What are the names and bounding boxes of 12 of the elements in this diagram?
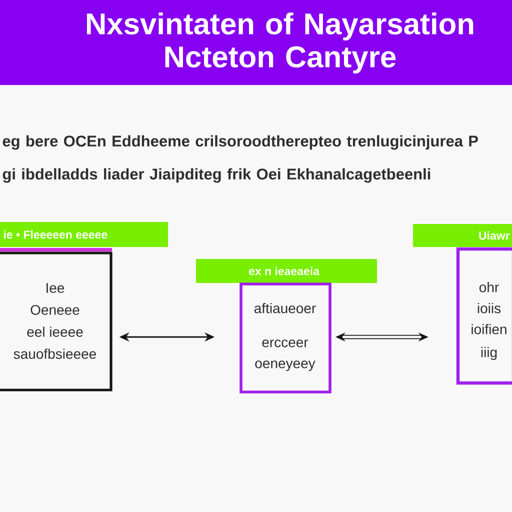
header-bar: ex n ieaeaeia <box>196 259 377 283</box>
header-bar: Uiawr <box>413 224 512 247</box>
title-band: Nxsvintaten of Nayarsation Ncteton Cantyre <box>0 0 512 85</box>
node-label: sauofbsieeee <box>14 348 96 359</box>
panel-box: ohr ioiis ioifien iiig <box>456 247 512 385</box>
panel-box: Iee Oeneee eel ieeee sauofbsieeee <box>0 252 112 392</box>
body-text: eg bere OCEn Eddheeme crilsoroodtherepteo trenlugicinjurea P gi ibdelladds liader Jiaipditeg frik Oei Ekhanalcagetbeenli <box>2 135 478 183</box>
node-label: Iee <box>46 283 64 293</box>
panel-box: aftiaueoer ercceer oeneyeey <box>240 282 332 394</box>
node-label: Oeneee <box>30 304 80 315</box>
header-bar: ie • Fleeeeen eeeee <box>0 222 168 247</box>
node-label: eel ieeee <box>27 326 83 337</box>
